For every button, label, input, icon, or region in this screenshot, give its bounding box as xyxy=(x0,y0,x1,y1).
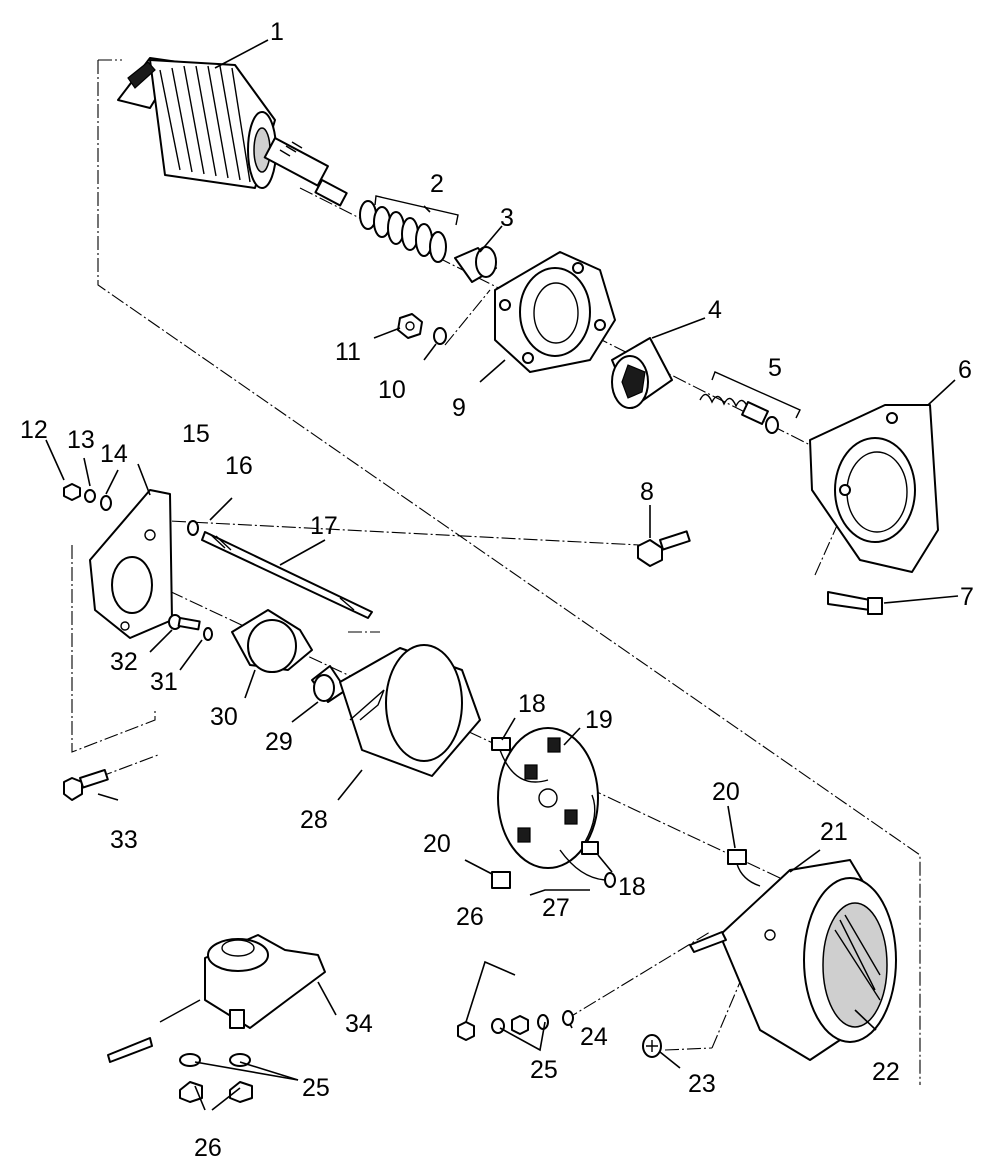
terminal-washer-25b xyxy=(491,1018,505,1034)
end-cap xyxy=(231,609,313,673)
flat-washer-small xyxy=(100,495,112,511)
terminal-washer-25a xyxy=(537,1014,549,1030)
callout-25-left: 25 xyxy=(302,1074,330,1102)
callout-3: 3 xyxy=(500,204,514,232)
drive-end-housing xyxy=(494,251,616,373)
callout-33: 33 xyxy=(110,826,138,854)
callout-26-upper: 26 xyxy=(456,903,484,931)
callout-15: 15 xyxy=(182,420,210,448)
callout-12: 12 xyxy=(20,416,48,444)
o-ring-small xyxy=(187,520,199,536)
callout-22: 22 xyxy=(872,1058,900,1086)
callout-6: 6 xyxy=(958,356,972,384)
callout-19: 19 xyxy=(585,706,613,734)
terminal-washer-24 xyxy=(562,1010,574,1026)
callout-32: 32 xyxy=(110,648,138,676)
cap-screw-long xyxy=(827,591,883,615)
callout-26-lower: 26 xyxy=(194,1134,222,1162)
lock-nut xyxy=(397,313,423,339)
brush-20-left xyxy=(491,871,511,889)
callout-20-right: 20 xyxy=(712,778,740,806)
lock-washer-small xyxy=(84,489,96,503)
callout-18-upper: 18 xyxy=(518,690,546,718)
callout-18-lower: 18 xyxy=(618,873,646,901)
small-nut xyxy=(63,483,81,501)
callout-4: 4 xyxy=(708,296,722,324)
callout-10: 10 xyxy=(378,376,406,404)
callout-9: 9 xyxy=(452,394,466,422)
lock-washer xyxy=(433,327,447,345)
solenoid-nut-left xyxy=(179,1081,203,1103)
brush-20-right xyxy=(727,849,761,887)
callout-31: 31 xyxy=(150,668,178,696)
solenoid-washer-left xyxy=(179,1053,201,1067)
pinion-drive xyxy=(611,337,673,409)
screw-32 xyxy=(168,614,201,631)
callout-2: 2 xyxy=(430,170,444,198)
callout-23: 23 xyxy=(688,1070,716,1098)
mounting-flange xyxy=(809,404,939,573)
callout-34: 34 xyxy=(345,1010,373,1038)
callout-17: 17 xyxy=(310,512,338,540)
callout-24: 24 xyxy=(580,1023,608,1051)
callout-27: 27 xyxy=(542,894,570,922)
mounting-bolt xyxy=(63,768,109,801)
callout-1: 1 xyxy=(270,18,284,46)
callout-28: 28 xyxy=(300,806,328,834)
callout-7: 7 xyxy=(960,583,974,611)
callout-11: 11 xyxy=(335,338,361,366)
callout-5: 5 xyxy=(768,354,782,382)
callout-30: 30 xyxy=(210,703,238,731)
brush-18-lower xyxy=(581,794,599,855)
washer-set xyxy=(359,195,459,263)
callout-21: 21 xyxy=(820,818,848,846)
frame-screw xyxy=(642,1034,662,1058)
callout-20-left: 20 xyxy=(423,830,451,858)
terminal-stud xyxy=(689,931,727,953)
commutator-bushing xyxy=(311,665,347,703)
leader-lines xyxy=(45,39,959,1111)
callout-29: 29 xyxy=(265,728,293,756)
armature xyxy=(117,57,348,207)
drive-spring-set xyxy=(699,371,801,434)
brush-plate xyxy=(497,727,599,869)
end-plate-bracket xyxy=(89,489,173,639)
solenoid-nut-right xyxy=(229,1081,253,1103)
callout-25-right: 25 xyxy=(530,1056,558,1084)
terminal-nut-26b xyxy=(457,1021,475,1041)
terminal-27 xyxy=(559,849,616,888)
washer-31 xyxy=(203,627,213,641)
solenoid xyxy=(107,934,326,1063)
bushing xyxy=(454,246,497,283)
callout-8: 8 xyxy=(640,478,654,506)
brush-18-upper xyxy=(491,737,549,783)
terminal-nut-26a xyxy=(511,1015,529,1035)
field-windings xyxy=(822,902,888,1028)
callout-13: 13 xyxy=(67,426,95,454)
callout-labels: 1 2 3 4 5 6 7 8 9 10 11 12 13 14 15 16 1… xyxy=(20,18,974,1162)
callout-14: 14 xyxy=(100,440,128,468)
cap-screw-short xyxy=(637,530,691,567)
callout-16: 16 xyxy=(225,452,253,480)
through-bolt xyxy=(201,531,373,619)
commutator-end-housing xyxy=(339,644,481,777)
